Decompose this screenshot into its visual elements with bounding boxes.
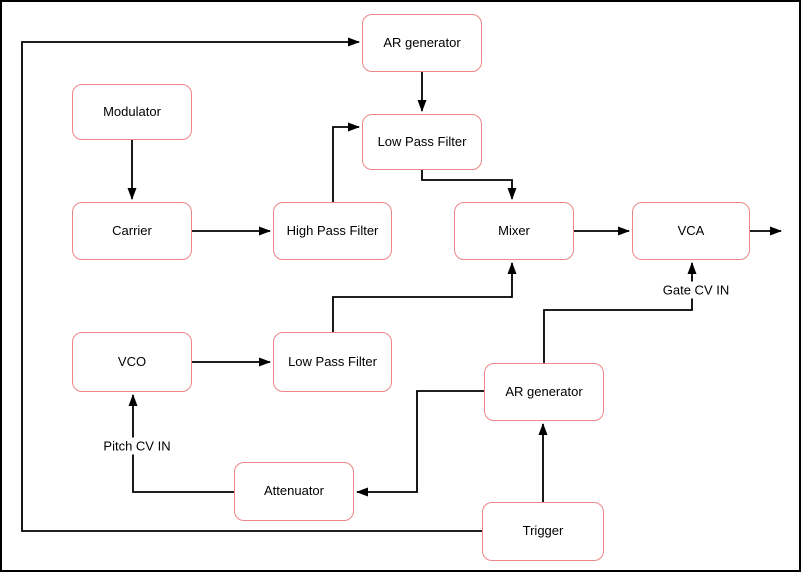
- node-vco[interactable]: VCO: [72, 332, 192, 392]
- node-high-pass-filter[interactable]: High Pass Filter: [273, 202, 392, 260]
- node-low-pass-filter-bottom[interactable]: Low Pass Filter: [273, 332, 392, 392]
- edge-ar-generator-bottom-to-vca: [543, 262, 697, 363]
- edge-trigger-to-ar-generator-top: [21, 37, 482, 532]
- node-vca[interactable]: VCA: [632, 202, 750, 260]
- node-modulator[interactable]: Modulator: [72, 84, 192, 140]
- edge-ar-generator-bottom-to-attenuator: [356, 390, 484, 497]
- edge-attenuator-to-vco: [128, 394, 234, 493]
- edge-low-pass-filter-top-to-mixer: [421, 170, 517, 200]
- node-mixer[interactable]: Mixer: [454, 202, 574, 260]
- node-low-pass-filter-top[interactable]: Low Pass Filter: [362, 114, 482, 170]
- edge-high-pass-filter-to-low-pass-filter-top: [332, 122, 360, 202]
- node-attenuator[interactable]: Attenuator: [234, 462, 354, 521]
- node-carrier[interactable]: Carrier: [72, 202, 192, 260]
- edge-label-gate-cv-in: Gate CV IN: [659, 281, 733, 299]
- node-ar-generator-bottom[interactable]: AR generator: [484, 363, 604, 421]
- node-trigger[interactable]: Trigger: [482, 502, 604, 561]
- edge-label-pitch-cv-in: Pitch CV IN: [100, 437, 174, 455]
- edge-low-pass-filter-bottom-to-mixer: [332, 262, 517, 332]
- node-ar-generator-top[interactable]: AR generator: [362, 14, 482, 72]
